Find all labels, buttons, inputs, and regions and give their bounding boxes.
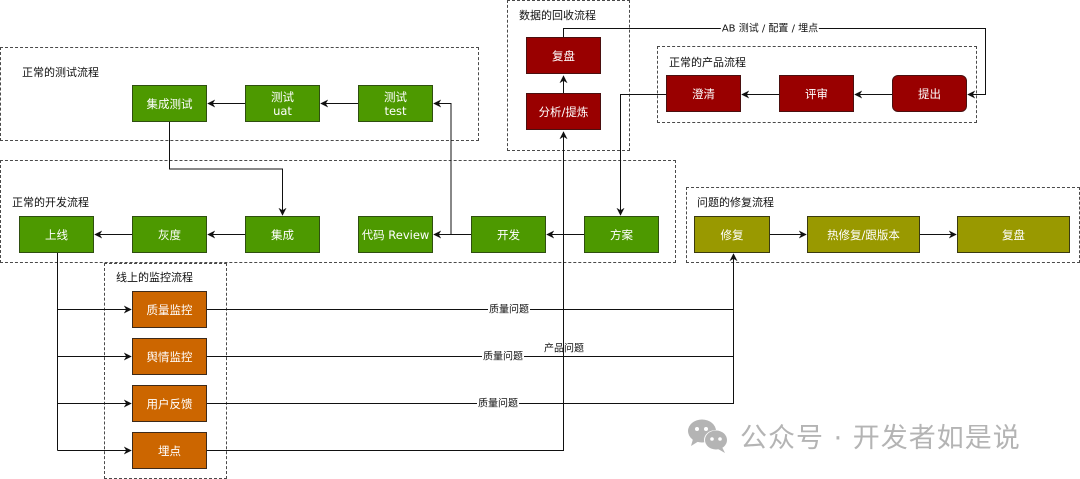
edge-label-quality-issue: 质量问题 <box>488 304 530 316</box>
node-label: 方案 <box>610 227 633 242</box>
node-label: 上线 <box>45 227 68 242</box>
node-label: 集成 <box>271 227 294 242</box>
edge-label-ab-test: AB 测试 / 配置 / 埋点 <box>720 23 820 35</box>
node-test-uat[interactable]: 测试 uat <box>245 85 320 122</box>
node-label: 修复 <box>720 227 744 242</box>
node-analyze-refine[interactable]: 分析/提炼 <box>526 93 601 130</box>
node-test-test[interactable]: 测试 test <box>358 85 433 122</box>
watermark: 公众号 · 开发者如是说 <box>686 416 1021 455</box>
node-label: 代码 Review <box>361 227 430 242</box>
group-label-dev: 正常的开发流程 <box>12 196 89 209</box>
node-label: 集成测试 <box>146 96 193 111</box>
node-clarify[interactable]: 澄清 <box>666 75 741 112</box>
group-label-fix: 问题的修复流程 <box>697 196 774 209</box>
group-dev-flow <box>0 160 676 263</box>
node-label: 用户反馈 <box>146 396 193 411</box>
node-propose[interactable]: 提出 <box>892 75 967 112</box>
node-integration-test[interactable]: 集成测试 <box>132 85 207 122</box>
node-label: 舆情监控 <box>146 349 193 364</box>
wechat-icon <box>688 419 728 453</box>
node-code-review[interactable]: 代码 Review <box>358 216 433 253</box>
node-sublabel: test <box>384 103 407 118</box>
node-evaluate[interactable]: 评审 <box>779 75 854 112</box>
node-label: 评审 <box>805 86 828 101</box>
node-label: 热修复/跟版本 <box>827 227 900 242</box>
node-sentiment-monitor[interactable]: 舆情监控 <box>132 338 207 375</box>
group-label-monitor: 线上的监控流程 <box>116 271 193 284</box>
edge-label-product-issue: 产品问题 <box>544 343 584 355</box>
node-repair[interactable]: 修复 <box>694 216 770 253</box>
watermark-text: 公众号 · 开发者如是说 <box>740 423 1021 454</box>
node-fix-review[interactable]: 复盘 <box>957 216 1070 253</box>
node-label: 测试 <box>384 89 407 104</box>
group-label-product: 正常的产品流程 <box>669 56 746 69</box>
edge-label-quality-issue: 质量问题 <box>482 351 524 363</box>
node-sublabel: uat <box>273 103 292 118</box>
node-label: 灰度 <box>158 227 181 242</box>
edge-user-feedback-to-repair <box>207 309 734 404</box>
node-plan[interactable]: 方案 <box>584 216 659 253</box>
node-user-feedback[interactable]: 用户反馈 <box>132 385 207 422</box>
group-label-test: 正常的测试流程 <box>22 66 99 79</box>
node-hotfix[interactable]: 热修复/跟版本 <box>807 216 920 253</box>
node-label: 复盘 <box>1002 227 1025 242</box>
node-tracking[interactable]: 埋点 <box>132 432 207 469</box>
node-data-review[interactable]: 复盘 <box>526 37 601 74</box>
node-gray[interactable]: 灰度 <box>132 216 207 253</box>
node-label: 开发 <box>497 227 520 242</box>
node-integrate[interactable]: 集成 <box>245 216 320 253</box>
node-label: 测试 <box>271 89 294 104</box>
node-quality-monitor[interactable]: 质量监控 <box>132 291 207 328</box>
node-label: 复盘 <box>552 48 575 63</box>
node-label: 埋点 <box>158 443 181 458</box>
node-label: 提出 <box>918 86 941 101</box>
group-label-data-recovery: 数据的回收流程 <box>519 9 596 22</box>
edge-label-quality-issue: 质量问题 <box>477 398 519 410</box>
node-develop[interactable]: 开发 <box>471 216 546 253</box>
node-label: 澄清 <box>692 86 715 101</box>
node-label: 质量监控 <box>146 302 193 317</box>
node-release[interactable]: 上线 <box>19 216 94 253</box>
node-label: 分析/提炼 <box>538 104 589 119</box>
